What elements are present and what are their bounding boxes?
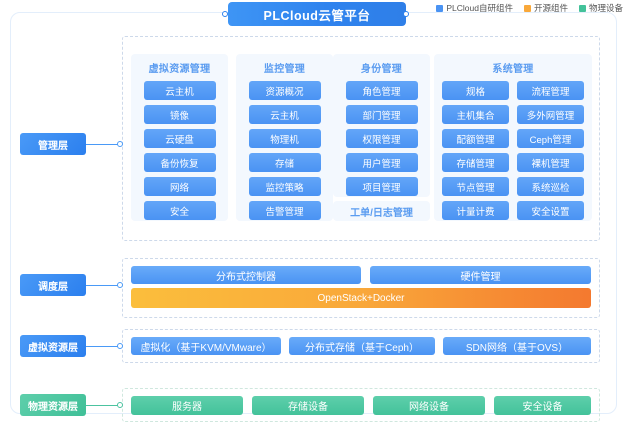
chip-alarm-management[interactable]: 告警管理 [248, 201, 321, 220]
connector-virtual [86, 346, 119, 347]
chip-spec[interactable]: 规格 [442, 81, 509, 100]
connector-management [86, 144, 119, 145]
chip-process-management[interactable]: 流程管理 [517, 81, 584, 100]
chip-cloud-disk[interactable]: 云硬盘 [143, 129, 216, 148]
chip-resource-overview[interactable]: 资源概况 [248, 81, 321, 100]
chip-grid-system-management: 规格 主机集合 配额管理 存储管理 节点管理 计量计费 流程管理 多外网管理 C… [434, 81, 592, 225]
chip-multi-external-network[interactable]: 多外网管理 [517, 105, 584, 124]
chip-user-management[interactable]: 用户管理 [345, 153, 418, 172]
chip-network[interactable]: 网络 [143, 177, 216, 196]
chip-physical-machine[interactable]: 物理机 [248, 129, 321, 148]
chip-department-management[interactable]: 部门管理 [345, 105, 418, 124]
legend-swatch-blue [436, 4, 444, 12]
chip-monitor-policy[interactable]: 监控策略 [248, 177, 321, 196]
chip-system-inspection[interactable]: 系统巡检 [517, 177, 584, 196]
bar-hardware-management[interactable]: 硬件管理 [370, 266, 591, 284]
bar-openstack-docker[interactable]: OpenStack+Docker [131, 288, 591, 308]
connector-dot-physical [117, 402, 123, 408]
chip-backup-restore[interactable]: 备份恢复 [143, 153, 216, 172]
page-title: PLCloud云管平台 [228, 2, 406, 26]
legend-swatch-green [578, 4, 586, 12]
chip-quota-management[interactable]: 配额管理 [442, 129, 509, 148]
layer-label-management: 管理层 [20, 133, 86, 155]
bar-virtualization[interactable]: 虚拟化（基于KVM/VMware） [131, 337, 281, 355]
legend-swatch-orange [523, 4, 531, 12]
chip-image[interactable]: 镜像 [143, 105, 216, 124]
legend-item-physical-device: 物理设备 [578, 2, 623, 14]
connector-dot-scheduling [117, 282, 123, 288]
chip-cloud-host[interactable]: 云主机 [143, 81, 216, 100]
group-title-identity-management: 身份管理 [360, 64, 403, 75]
chip-column-right: 流程管理 多外网管理 Ceph管理 裸机管理 系统巡检 安全设置 [517, 81, 584, 225]
chip-list-monitoring-management: 资源概况 云主机 物理机 存储 监控策略 告警管理 [236, 81, 333, 225]
connector-dot-management [117, 141, 123, 147]
chip-role-management[interactable]: 角色管理 [345, 81, 418, 100]
chip-metering-billing[interactable]: 计量计费 [442, 201, 509, 220]
chip-list-identity-management: 角色管理 部门管理 权限管理 用户管理 项目管理 [333, 81, 430, 201]
bar-security-device[interactable]: 安全设备 [494, 396, 591, 415]
chip-list-virtual-resource-management: 云主机 镜像 云硬盘 备份恢复 网络 安全 [131, 81, 228, 225]
group-system-management: 系统管理 规格 主机集合 配额管理 存储管理 节点管理 计量计费 流程管理 多外… [434, 54, 592, 221]
chip-security-settings[interactable]: 安全设置 [517, 201, 584, 220]
connector-physical [86, 405, 119, 406]
chip-node-management[interactable]: 节点管理 [442, 177, 509, 196]
title-connector-dot-left [222, 11, 228, 17]
layer-label-physical: 物理资源层 [20, 394, 86, 416]
workorder-log-management[interactable]: 工单/日志管理 [333, 201, 430, 221]
bar-storage-device[interactable]: 存储设备 [252, 396, 364, 415]
legend-label-open-source: 开源组件 [533, 3, 568, 13]
group-monitoring-management: 监控管理 资源概况 云主机 物理机 存储 监控策略 告警管理 [236, 54, 333, 221]
bar-sdn-network[interactable]: SDN网络（基于OVS） [443, 337, 591, 355]
chip-security[interactable]: 安全 [143, 201, 216, 220]
chip-host-aggregate[interactable]: 主机集合 [442, 105, 509, 124]
chip-column-left: 规格 主机集合 配额管理 存储管理 节点管理 计量计费 [442, 81, 509, 225]
connector-dot-virtual [117, 343, 123, 349]
bar-network-device[interactable]: 网络设备 [373, 396, 485, 415]
chip-storage[interactable]: 存储 [248, 153, 321, 172]
group-identity-management: 身份管理 角色管理 部门管理 权限管理 用户管理 项目管理 [333, 54, 430, 197]
group-virtual-resource-management: 虚拟资源管理 云主机 镜像 云硬盘 备份恢复 网络 安全 [131, 54, 228, 221]
legend-item-open-source: 开源组件 [523, 2, 568, 14]
bar-distributed-controller[interactable]: 分布式控制器 [131, 266, 361, 284]
bar-distributed-storage[interactable]: 分布式存储（基于Ceph） [289, 337, 435, 355]
chip-monitor-cloud-host[interactable]: 云主机 [248, 105, 321, 124]
chip-project-management[interactable]: 项目管理 [345, 177, 418, 196]
legend: PLCloud自研组件 开源组件 物理设备 [436, 2, 623, 14]
chip-storage-management[interactable]: 存储管理 [442, 153, 509, 172]
bar-server[interactable]: 服务器 [131, 396, 243, 415]
layer-label-virtual: 虚拟资源层 [20, 335, 86, 357]
management-region [122, 36, 600, 241]
group-title-virtual-resource-management: 虚拟资源管理 [148, 64, 211, 75]
chip-permission-management[interactable]: 权限管理 [345, 129, 418, 148]
legend-item-self-developed: PLCloud自研组件 [436, 2, 513, 14]
title-connector-dot-right [403, 11, 409, 17]
group-title-system-management: 系统管理 [492, 64, 534, 75]
chip-ceph-management[interactable]: Ceph管理 [517, 129, 584, 148]
legend-label-physical-device: 物理设备 [588, 3, 623, 13]
group-title-monitoring-management: 监控管理 [263, 64, 306, 75]
layer-label-scheduling: 调度层 [20, 274, 86, 296]
chip-baremetal-management[interactable]: 裸机管理 [517, 153, 584, 172]
connector-scheduling [86, 285, 119, 286]
scheduling-region [122, 258, 600, 318]
legend-label-self-developed: PLCloud自研组件 [446, 3, 513, 13]
